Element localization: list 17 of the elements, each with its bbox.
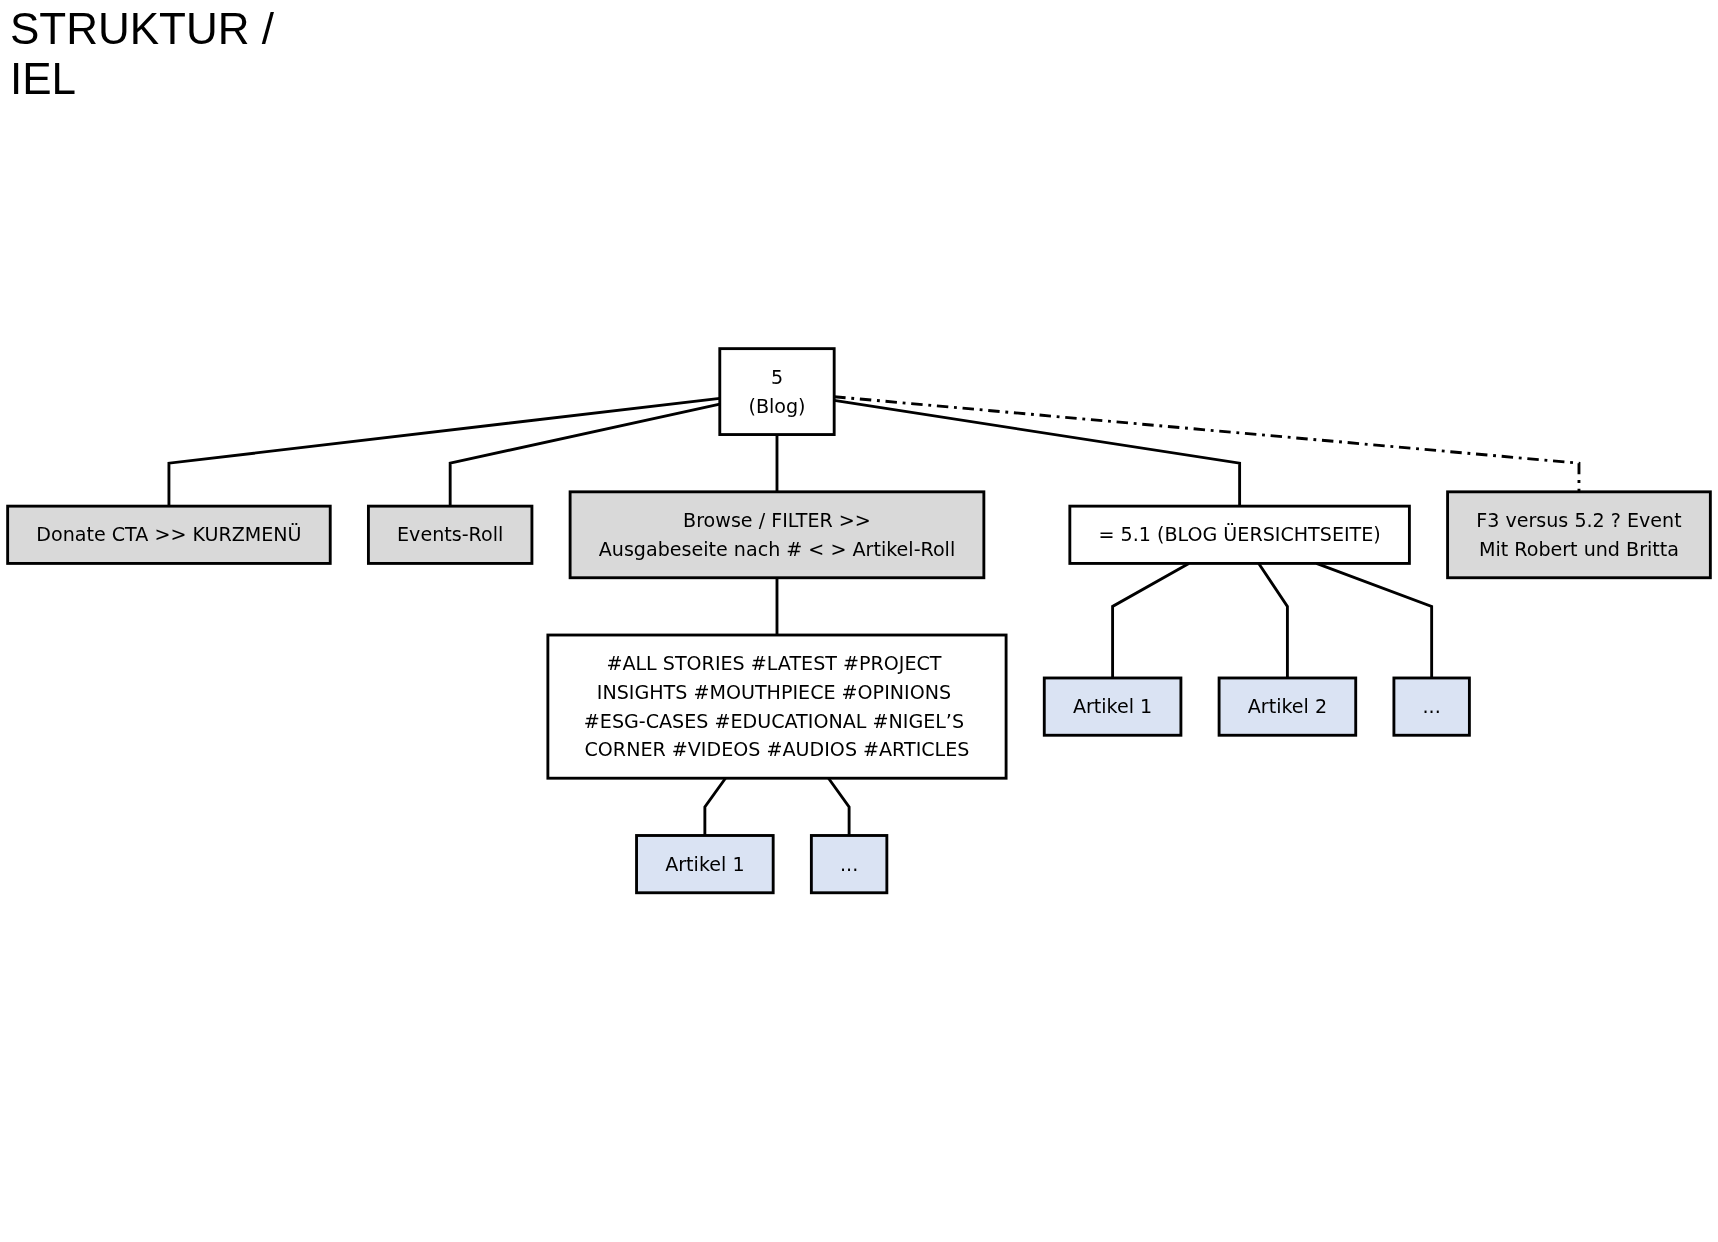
node-box: 5 (Blog) (718, 347, 836, 437)
node-box: Artikel 1 (1042, 676, 1183, 737)
connector (775, 434, 779, 493)
connector (834, 395, 1581, 493)
node-box: Browse / FILTER >> Ausgabeseite nach # < > Artikel-Roll (568, 490, 986, 580)
title: STRUKTUR / IEL (10, 4, 275, 104)
node-box: ... (1392, 676, 1471, 737)
node-box: Artikel 1 (635, 834, 775, 895)
node-box: Artikel 2 (1217, 676, 1358, 737)
connector (167, 397, 720, 507)
connector (775, 578, 779, 636)
node-box: = 5.1 (BLOG ÜERSICHTSEITE) (1068, 505, 1411, 566)
node-box: Donate CTA >> KURZMENÜ (6, 505, 332, 566)
node-box: ... (809, 834, 889, 895)
node-box: F3 versus 5.2 ? Event Mit Robert und Britta (1446, 490, 1712, 580)
node-box: Events-Roll (367, 505, 534, 566)
node-box: #ALL STORIES #LATEST #PROJECT INSIGHTS #MOUTHPIECE #OPINIONS #ESG-CASES #EDUCATIONAL #NIGEL’S CORNER #VIDEOS #AUDIOS #ARTICLES (546, 633, 1008, 780)
